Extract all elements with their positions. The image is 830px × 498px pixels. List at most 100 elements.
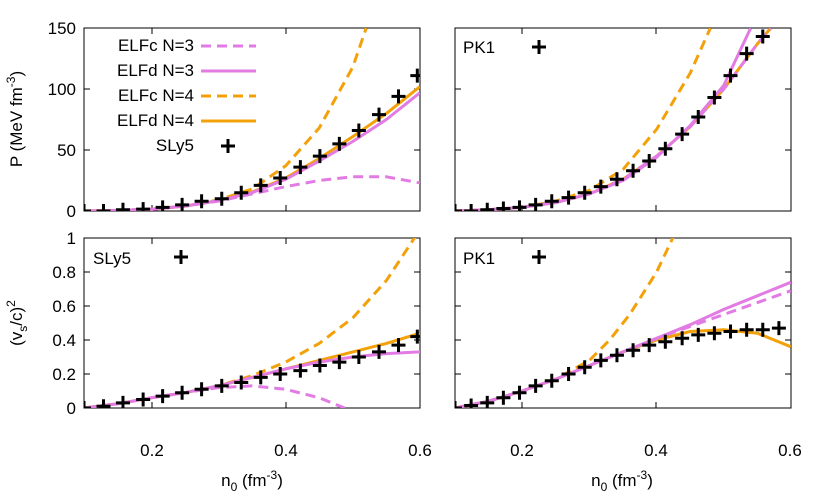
data-point-marker xyxy=(155,389,170,404)
data-point-marker xyxy=(84,204,91,211)
data-point-marker xyxy=(739,46,754,61)
data-point-marker xyxy=(372,107,387,122)
legend: PK1 xyxy=(463,38,546,57)
data-point-marker xyxy=(512,385,527,400)
data-point-marker xyxy=(84,401,91,408)
data-point-marker xyxy=(214,191,229,206)
data-point-marker xyxy=(496,201,511,211)
data-point-marker xyxy=(391,89,406,104)
data-point-marker xyxy=(658,141,673,156)
y-axis-label-soundspeed: (vs/c)2 xyxy=(4,300,30,346)
data-point-marker xyxy=(273,367,288,381)
data-point-marker xyxy=(312,358,327,373)
legend-label: ELFc N=3 xyxy=(118,36,194,55)
data-point-marker xyxy=(234,185,249,200)
tick-marks xyxy=(455,27,791,212)
series-line xyxy=(455,280,791,408)
plot-frame xyxy=(83,237,421,409)
data-point-marker xyxy=(658,334,673,349)
legend-label: SLy5 xyxy=(156,136,194,155)
data-point-marker xyxy=(707,90,722,105)
series-line xyxy=(455,28,772,211)
series-line xyxy=(84,331,420,408)
y-tick-label: 1 xyxy=(67,229,76,248)
data-point-marker xyxy=(496,390,511,405)
legend-label: PK1 xyxy=(463,38,495,57)
x-tick-label: 0.4 xyxy=(644,441,668,460)
data-point-marker xyxy=(312,149,327,164)
data-point-marker xyxy=(642,153,657,168)
data-point-marker xyxy=(372,344,387,359)
legend: ELFc N=3 ELFd N=3 ELFc N=4 ELFd N=4 SLy5 xyxy=(117,36,256,155)
x-tick-label: 0.2 xyxy=(510,441,534,460)
panel-pressure-pk1: PK1 xyxy=(454,27,792,212)
data-point-marker xyxy=(691,110,706,125)
x-axis-label-right: n0 (fm-3) xyxy=(591,468,653,494)
y-tick-label: 0.4 xyxy=(52,331,76,350)
data-point-marker xyxy=(577,360,592,375)
y-tick-label: 100 xyxy=(48,80,76,99)
data-point-marker xyxy=(234,375,249,390)
data-point-marker xyxy=(332,355,347,370)
data-point-marker xyxy=(642,338,657,353)
data-point-marker xyxy=(528,378,543,393)
data-point-marker xyxy=(136,202,151,211)
series-line xyxy=(455,289,791,408)
data-point-marker xyxy=(561,367,576,381)
data-point-marker xyxy=(115,202,130,211)
data-point-marker xyxy=(253,178,268,193)
panel-soundspeed-pk1: 0.2 0.4 0.6 PK1 xyxy=(454,237,802,460)
data-point-marker xyxy=(675,331,690,346)
series-line xyxy=(84,384,349,408)
data-point-marker xyxy=(480,202,495,211)
data-point-marker xyxy=(593,179,608,194)
tick-marks xyxy=(455,237,791,409)
data-point-marker xyxy=(723,324,738,339)
data-point-marker xyxy=(544,373,559,388)
legend-label: SLy5 xyxy=(93,249,131,268)
data-point-marker xyxy=(626,163,641,178)
legend-marker xyxy=(532,250,546,264)
data-point-marker xyxy=(609,348,624,363)
data-point-marker xyxy=(194,382,209,397)
data-point-marker xyxy=(214,378,229,393)
data-point-marker xyxy=(253,370,268,385)
data-point-marker xyxy=(609,172,624,187)
legend-label: PK1 xyxy=(463,249,495,268)
y-tick-label: 0 xyxy=(67,399,76,418)
y-tick-label: 50 xyxy=(57,141,76,160)
y-tick-label: 0.6 xyxy=(52,297,76,316)
series-line xyxy=(455,28,712,211)
data-point-marker xyxy=(755,322,770,337)
x-tick-label: 0.6 xyxy=(778,441,802,460)
legend: SLy5 xyxy=(93,249,188,268)
data-point-marker xyxy=(512,200,527,211)
data-point-marker xyxy=(577,185,592,200)
data-point-marker xyxy=(544,194,559,209)
data-point-marker xyxy=(464,204,479,211)
legend-label: ELFc N=4 xyxy=(118,86,194,105)
data-point-marker xyxy=(175,197,190,211)
data-point-marker xyxy=(723,68,738,83)
data-point-marker xyxy=(96,399,111,408)
x-tick-label: 0.6 xyxy=(408,441,432,460)
data-point-marker xyxy=(739,322,754,337)
data-point-marker xyxy=(96,204,111,211)
legend-marker xyxy=(174,250,188,264)
y-tick-label: 0.8 xyxy=(52,263,76,282)
data-point-marker xyxy=(755,29,770,44)
data-point-marker xyxy=(675,127,690,142)
legend-label: ELFd N=3 xyxy=(117,61,194,80)
data-point-marker xyxy=(194,194,209,209)
tick-marks xyxy=(84,237,420,409)
panel-soundspeed-sly5: 0 0.2 0.4 0.6 0.8 1 0.2 0.4 0.6 SLy5 xyxy=(52,229,431,460)
y-tick-label: 0.2 xyxy=(52,365,76,384)
data-point-marker xyxy=(771,321,786,336)
data-point-marker xyxy=(155,200,170,211)
data-point-marker xyxy=(293,363,308,378)
panel-pressure-sly5: 0 50 100 150 ELFc N=3 ELFd N=3 ELFc N=4 … xyxy=(48,19,421,221)
data-point-marker xyxy=(293,160,308,175)
data-point-marker xyxy=(455,204,462,211)
data-point-marker xyxy=(332,136,347,151)
